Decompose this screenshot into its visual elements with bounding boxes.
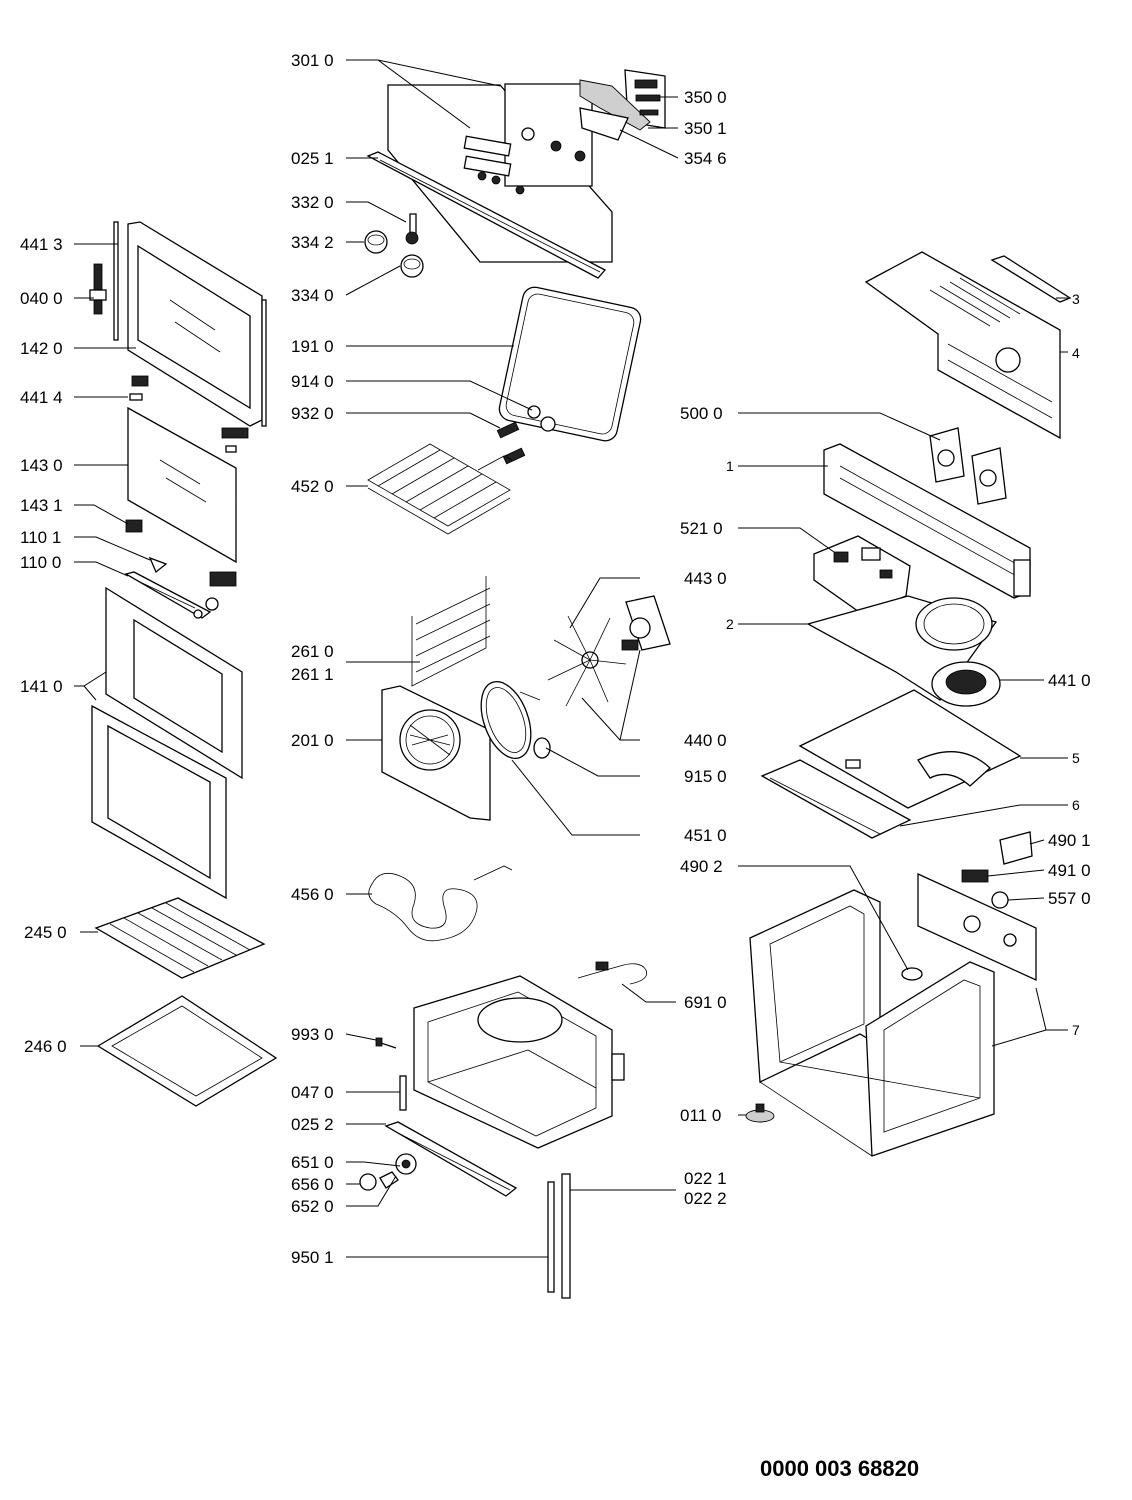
label-301-0: 301 0 <box>291 51 334 70</box>
label-334-2: 334 2 <box>291 233 334 252</box>
bottom-strip-part <box>760 759 912 839</box>
label-691-0: 691 0 <box>684 993 727 1012</box>
label-191-0: 191 0 <box>291 337 334 356</box>
insulation-plate-part <box>798 689 1022 809</box>
hinge-part <box>89 263 249 453</box>
label-261-0: 261 0 <box>291 642 334 661</box>
label-354-6: 354 6 <box>684 149 727 168</box>
label-7: 7 <box>1072 1022 1080 1038</box>
fan-cover-part <box>381 685 491 821</box>
rail-part <box>366 151 607 279</box>
label-5: 5 <box>1072 750 1080 766</box>
leader-lines <box>74 59 1068 1258</box>
front-frame-part <box>823 443 1031 599</box>
label-452-0: 452 0 <box>291 477 334 496</box>
lower-element-part <box>368 865 513 942</box>
thermostat-knob-parts <box>359 1153 417 1191</box>
fan-wheel-part <box>533 615 627 759</box>
label-440-0: 440 0 <box>684 731 727 750</box>
switch-parts <box>901 831 1033 981</box>
part-labels: 301 0 350 0 350 1 354 6 025 1 332 0 334 … <box>20 51 1091 1267</box>
label-1: 1 <box>726 458 734 474</box>
shelf-support-part <box>411 576 491 687</box>
label-025-1: 025 1 <box>291 149 334 168</box>
handle-part <box>124 571 219 619</box>
label-011-0: 011 0 <box>680 1106 721 1125</box>
outer-casing-part <box>749 872 1037 1157</box>
top-cover-part <box>864 251 1072 440</box>
label-025-2: 025 2 <box>291 1115 334 1134</box>
label-246-0: 246 0 <box>24 1037 67 1056</box>
label-040-0: 040 0 <box>20 289 63 308</box>
inner-glass-part <box>125 406 237 587</box>
label-245-0: 245 0 <box>24 923 67 942</box>
label-490-1: 490 1 <box>1048 831 1091 850</box>
label-332-0: 332 0 <box>291 193 334 212</box>
label-557-0: 557 0 <box>1048 889 1091 908</box>
electronic-board-part <box>579 69 666 141</box>
side-strip-parts <box>547 1173 571 1299</box>
label-350-0: 350 0 <box>684 88 727 107</box>
fan-motor-part <box>621 595 671 651</box>
baking-tray-part <box>96 995 278 1107</box>
label-2: 2 <box>726 616 734 632</box>
label-993-0: 993 0 <box>291 1025 334 1044</box>
control-panel-part <box>387 83 613 263</box>
label-141-0: 141 0 <box>20 677 63 696</box>
door-gasket-part <box>498 286 642 442</box>
label-4: 4 <box>1072 345 1080 361</box>
label-110-1: 110 1 <box>20 528 61 547</box>
label-932-0: 932 0 <box>291 404 334 423</box>
label-142-0: 142 0 <box>20 339 63 358</box>
label-441-4: 441 4 <box>20 388 63 407</box>
label-110-0: 110 0 <box>20 553 61 572</box>
small-fixings-part <box>375 1037 518 1197</box>
wire-rack-part <box>94 897 266 979</box>
label-500-0: 500 0 <box>680 404 723 423</box>
fan-housing-part <box>929 427 1007 505</box>
label-201-0: 201 0 <box>291 731 334 750</box>
label-3: 3 <box>1072 291 1080 307</box>
label-441-3: 441 3 <box>20 235 63 254</box>
sensor-part <box>577 961 648 985</box>
label-261-1: 261 1 <box>291 665 334 684</box>
ring-element-part <box>480 681 541 759</box>
label-6: 6 <box>1072 797 1080 813</box>
door-frame-part <box>113 221 267 427</box>
label-350-1: 350 1 <box>684 119 727 138</box>
label-491-0: 491 0 <box>1048 861 1091 880</box>
label-443-0: 443 0 <box>684 569 727 588</box>
label-651-0: 651 0 <box>291 1153 334 1172</box>
label-950-1: 950 1 <box>291 1248 334 1267</box>
label-143-0: 143 0 <box>20 456 63 475</box>
knob-parts <box>364 213 424 278</box>
oven-cavity-part <box>413 975 625 1149</box>
label-047-0: 047 0 <box>291 1083 334 1102</box>
tangential-fan-part <box>931 661 1001 707</box>
label-490-2: 490 2 <box>680 857 723 876</box>
label-022-1: 022 1 <box>684 1169 727 1188</box>
label-143-1: 143 1 <box>20 496 63 515</box>
label-022-2: 022 2 <box>684 1189 727 1208</box>
label-656-0: 656 0 <box>291 1175 334 1194</box>
label-451-0: 451 0 <box>684 826 727 845</box>
lamp-parts <box>496 405 556 465</box>
label-456-0: 456 0 <box>291 885 334 904</box>
document-code: 0000 003 68820 <box>760 1456 920 1481</box>
label-914-0: 914 0 <box>291 372 334 391</box>
outer-door-glass-part <box>91 586 243 900</box>
foot-part <box>745 1103 775 1123</box>
label-521-0: 521 0 <box>680 519 723 538</box>
grill-element-part <box>367 443 513 535</box>
label-441-0: 441 0 <box>1048 671 1091 690</box>
label-652-0: 652 0 <box>291 1197 334 1216</box>
label-915-0: 915 0 <box>684 767 727 786</box>
label-334-0: 334 0 <box>291 286 334 305</box>
